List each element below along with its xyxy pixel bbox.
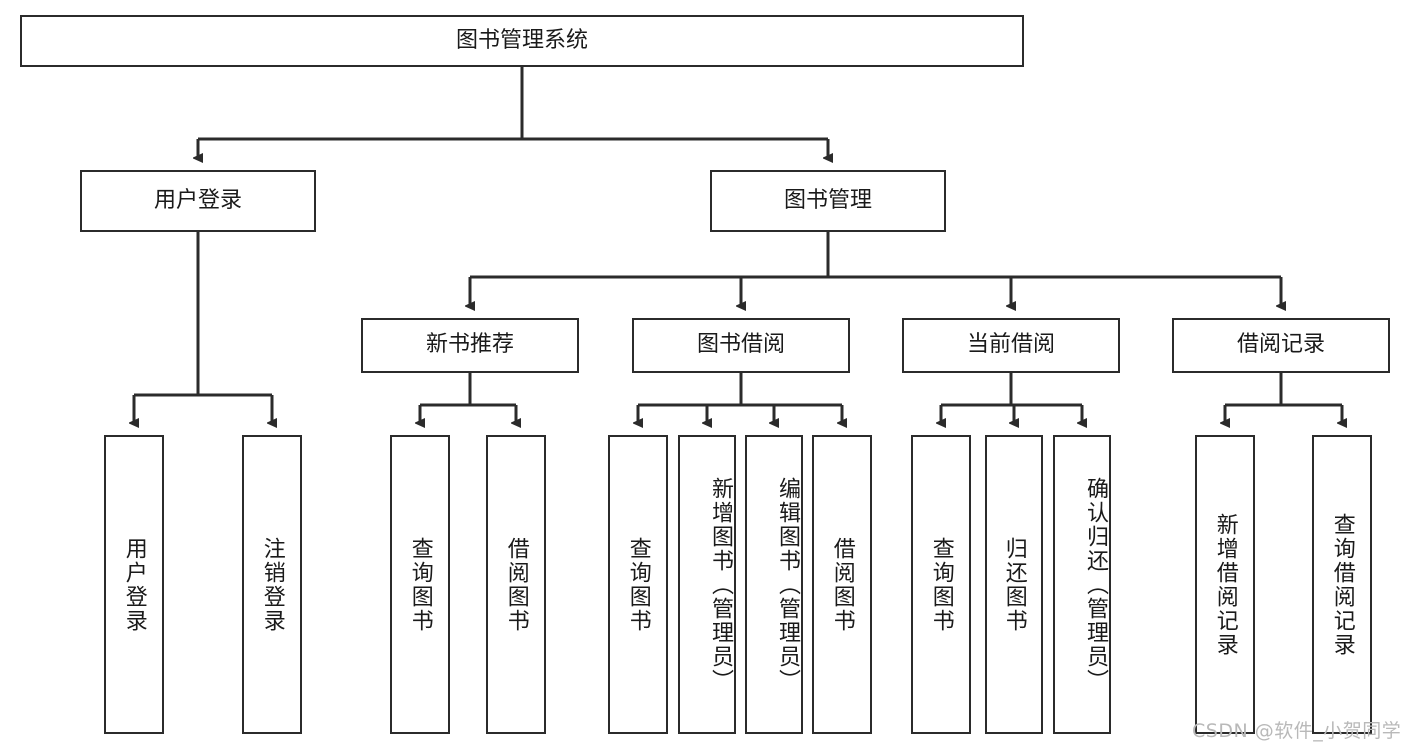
node-leaf-edit-book-label: 编辑图书（管理员） — [775, 476, 800, 693]
watermark-text: CSDN @软件_小贺同学 — [1192, 720, 1402, 742]
node-book-borrow-label: 图书借阅 — [696, 332, 785, 358]
node-borrow-record[interactable]: 借阅记录 — [1172, 318, 1390, 373]
watermark: CSDN @软件_小贺同学 — [1192, 716, 1401, 743]
node-leaf-logout-label: 注销登录 — [259, 536, 285, 633]
node-borrow-record-label: 借阅记录 — [1236, 332, 1325, 358]
node-book-manage[interactable]: 图书管理 — [710, 170, 946, 232]
node-root[interactable]: 图书管理系统 — [20, 15, 1024, 67]
node-leaf-borrow-book-2[interactable]: 借阅图书 — [812, 435, 872, 734]
node-leaf-return-book-label: 归还图书 — [1001, 536, 1027, 633]
node-leaf-query-book-2[interactable]: 查询图书 — [608, 435, 668, 734]
node-leaf-add-book-label: 新增图书（管理员） — [708, 476, 733, 693]
node-leaf-query-book-1-label: 查询图书 — [407, 536, 433, 633]
node-user-login-label: 用户登录 — [153, 187, 242, 213]
node-leaf-add-record-label: 新增借阅记录 — [1212, 512, 1238, 657]
node-new-book-recommend-label: 新书推荐 — [425, 332, 514, 358]
node-leaf-query-record-label: 查询借阅记录 — [1329, 512, 1355, 657]
node-leaf-confirm-return[interactable]: 确认归还（管理员） — [1053, 435, 1111, 734]
node-leaf-query-book-2-label: 查询图书 — [625, 536, 651, 633]
node-leaf-query-record[interactable]: 查询借阅记录 — [1312, 435, 1372, 734]
node-book-borrow[interactable]: 图书借阅 — [632, 318, 850, 373]
node-leaf-query-book-3-label: 查询图书 — [928, 536, 954, 633]
node-current-borrow-label: 当前借阅 — [966, 332, 1055, 358]
node-leaf-borrow-book-2-label: 借阅图书 — [829, 536, 855, 633]
node-leaf-query-book-3[interactable]: 查询图书 — [911, 435, 971, 734]
node-leaf-logout[interactable]: 注销登录 — [242, 435, 302, 734]
node-book-manage-label: 图书管理 — [783, 187, 872, 213]
node-leaf-add-book[interactable]: 新增图书（管理员） — [678, 435, 736, 734]
node-leaf-add-record[interactable]: 新增借阅记录 — [1195, 435, 1255, 734]
node-leaf-confirm-return-label: 确认归还（管理员） — [1083, 476, 1108, 693]
node-new-book-recommend[interactable]: 新书推荐 — [361, 318, 579, 373]
node-leaf-user-login[interactable]: 用户登录 — [104, 435, 164, 734]
node-leaf-query-book-1[interactable]: 查询图书 — [390, 435, 450, 734]
node-leaf-borrow-book-1-label: 借阅图书 — [503, 536, 529, 633]
node-user-login[interactable]: 用户登录 — [80, 170, 316, 232]
node-root-label: 图书管理系统 — [455, 27, 588, 53]
node-current-borrow[interactable]: 当前借阅 — [902, 318, 1120, 373]
node-leaf-edit-book[interactable]: 编辑图书（管理员） — [745, 435, 803, 734]
node-leaf-return-book[interactable]: 归还图书 — [985, 435, 1043, 734]
node-leaf-user-login-label: 用户登录 — [121, 536, 147, 633]
node-leaf-borrow-book-1[interactable]: 借阅图书 — [486, 435, 546, 734]
